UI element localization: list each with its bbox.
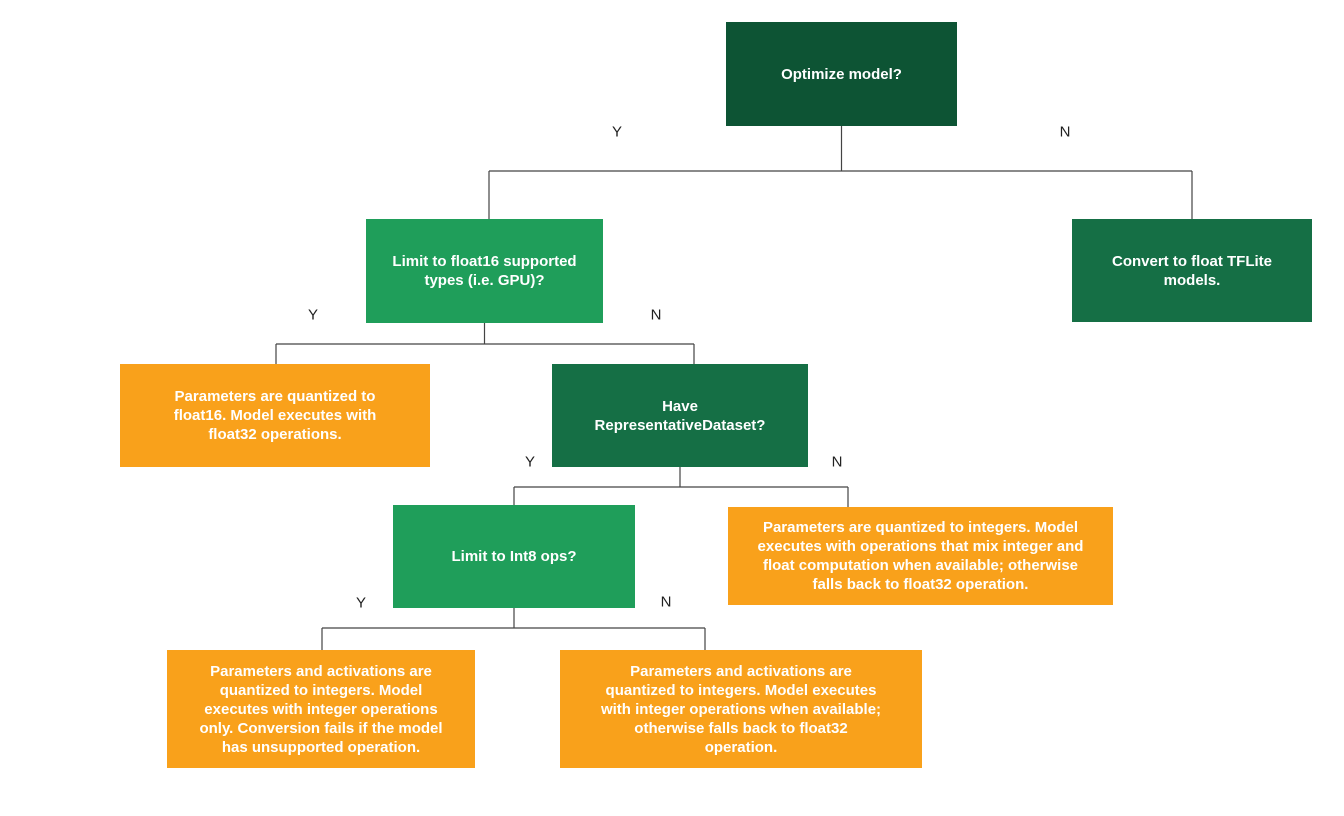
connector-optimize <box>488 126 1193 219</box>
connector-dataset <box>513 467 849 507</box>
edge-label-int8-no: N <box>660 593 672 611</box>
node-limit-int8-ops: Limit to Int8 ops? <box>393 505 635 608</box>
edge-label-dataset-no: N <box>831 453 843 471</box>
node-int8-fallback-result: Parameters and activations are quantized… <box>560 650 922 768</box>
connector-float16 <box>275 323 695 364</box>
connector-int8 <box>321 608 706 650</box>
node-convert-float-tflite: Convert to float TFLite models. <box>1072 219 1312 322</box>
edge-label-int8-yes: Y <box>355 594 367 612</box>
node-int8-only-result: Parameters and activations are quantized… <box>167 650 475 768</box>
edge-label-dataset-yes: Y <box>524 453 536 471</box>
node-limit-float16: Limit to float16 supported types (i.e. G… <box>366 219 603 323</box>
edge-label-optimize-yes: Y <box>611 123 623 141</box>
edge-label-float16-no: N <box>650 306 662 324</box>
node-mixed-quantization-result: Parameters are quantized to integers. Mo… <box>728 507 1113 605</box>
node-float16-result: Parameters are quantized to float16. Mod… <box>120 364 430 467</box>
node-have-representative-dataset: Have RepresentativeDataset? <box>552 364 808 467</box>
node-optimize-model: Optimize model? <box>726 22 957 126</box>
edge-label-optimize-no: N <box>1059 123 1071 141</box>
edge-label-float16-yes: Y <box>307 306 319 324</box>
